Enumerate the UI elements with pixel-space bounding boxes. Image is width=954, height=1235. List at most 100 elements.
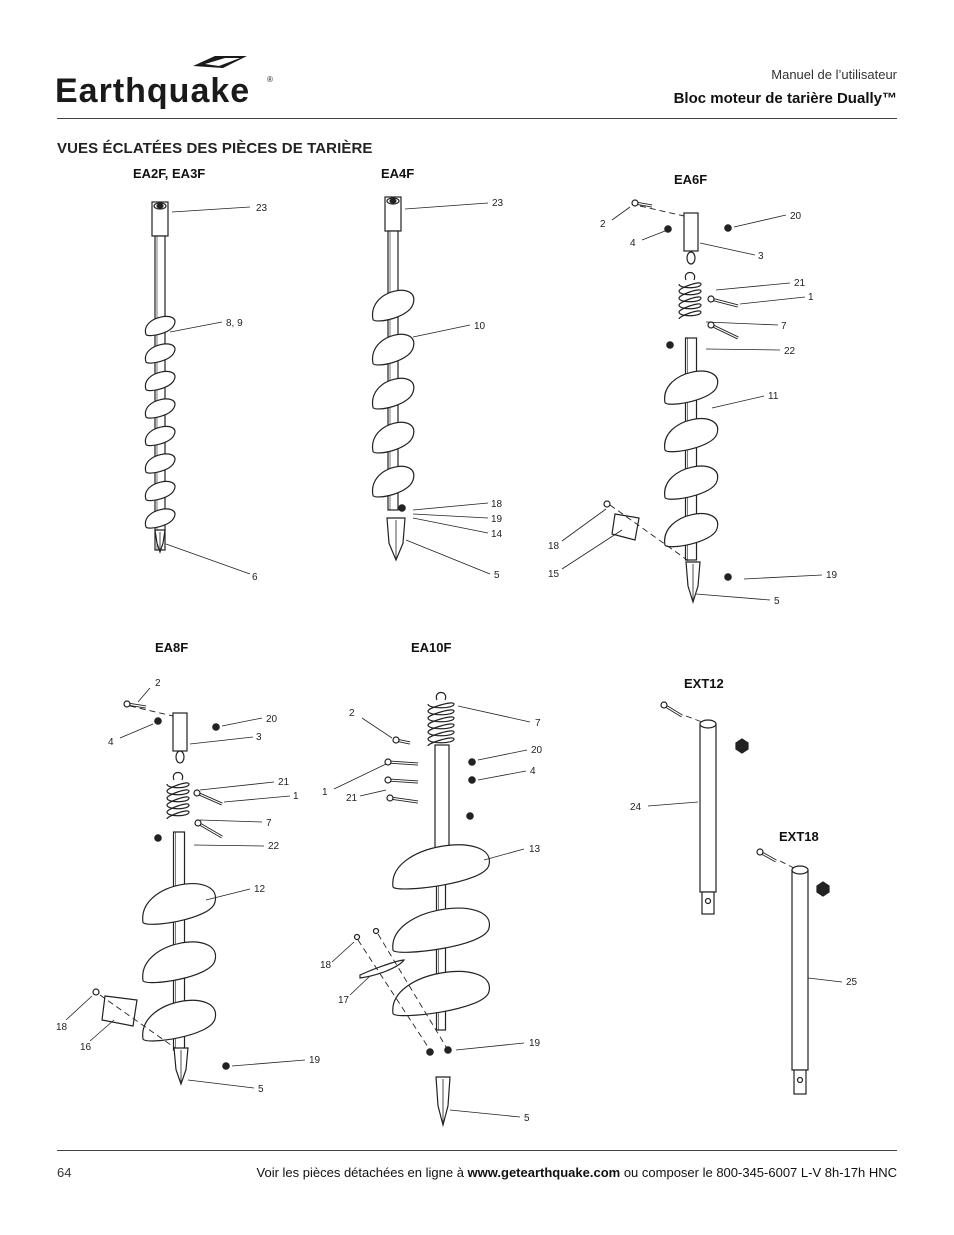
ea10f-hub [434, 744, 450, 856]
callout-ea8f-10-leader [89, 1019, 115, 1042]
callout-ea10f-0-leader [361, 717, 393, 739]
ea8f-nut-20 [212, 723, 220, 731]
callout-ea2f-2-label: 6 [252, 572, 258, 583]
ea6f-bolt-7-core [710, 324, 739, 339]
callout-ea10f-1-label: 7 [535, 718, 541, 729]
callout-ea10f-8-leader [349, 975, 371, 996]
ea8f-dash-blade [99, 994, 179, 1051]
ea10f-bolt-2-head [392, 736, 400, 744]
ea6f-nut-4 [664, 225, 672, 233]
callout-ea8f-6-label: 7 [266, 818, 272, 829]
ext12-pin-hole [704, 897, 712, 905]
model-label-ea4f: EA4F [381, 166, 415, 181]
callout-ea4f-0-leader [404, 202, 489, 210]
callout-ea4f-2-leader [412, 502, 489, 511]
ea6f-hub-end [686, 251, 696, 265]
ea6f-spring [678, 282, 702, 320]
callout-ea6f-8-leader [711, 395, 765, 409]
ea6f-dash-bolt [639, 205, 685, 217]
ea4f-nut [398, 504, 406, 512]
callout-ea8f-11-leader [231, 1059, 306, 1067]
callout-ea10f-10-label: 5 [524, 1113, 530, 1124]
callout-ea10f-9-label: 19 [529, 1038, 541, 1049]
callout-ea8f-12-label: 5 [258, 1084, 264, 1095]
callout-ea6f-4-leader [715, 282, 791, 291]
footer-pre: Voir les pièces détachées en ligne à [256, 1165, 468, 1180]
callout-ea8f-3-leader [189, 736, 254, 745]
callout-ea10f-2-leader [477, 749, 528, 761]
callout-ea6f-6-leader [705, 321, 779, 326]
callout-ea4f-2-label: 18 [491, 499, 503, 510]
ea10f-nut-19b [444, 1046, 452, 1054]
callout-ea8f-11-label: 19 [309, 1055, 321, 1066]
callout-ea6f-6-label: 7 [781, 321, 787, 332]
callout-ea2f-1-label: 8, 9 [226, 318, 243, 329]
page-number: 64 [57, 1165, 72, 1180]
ext18-dash [779, 860, 795, 869]
callout-ea8f-0-label: 2 [155, 678, 161, 689]
callout-ea8f-0-leader [137, 687, 151, 703]
callout-ea4f-3-label: 19 [491, 514, 503, 525]
model-label-ext18: EXT18 [779, 829, 819, 844]
callout-ea4f-5-label: 5 [494, 570, 500, 581]
footer-url-link[interactable]: www.getearthquake.com [467, 1165, 621, 1180]
callout-ea8f-1-leader [119, 723, 154, 739]
ea6f-bolt-1-core [710, 298, 739, 307]
callout-ea6f-7-label: 22 [784, 346, 796, 357]
ea8f-nut-22 [154, 834, 162, 842]
ext18-tube [791, 869, 809, 1071]
ea6f-nut-19 [724, 573, 732, 581]
ext18-bolt-head [756, 848, 764, 856]
callout-ea4f-5-leader [405, 539, 491, 575]
ea10f-dash-a [357, 939, 431, 1051]
callout-ea6f-12-label: 5 [774, 596, 780, 607]
ea8f-dash-bolt [129, 705, 174, 717]
svg-text:Earthquake: Earthquake [55, 72, 250, 110]
ea6f-nut-20 [724, 224, 732, 232]
callout-ea6f-5-label: 1 [808, 292, 814, 303]
ea6f-hub [683, 212, 699, 252]
callout-ea10f-3-leader [477, 770, 527, 781]
ea8f-bolt-2-head [123, 700, 131, 708]
callout-ea8f-8-leader [205, 888, 251, 901]
ea10f-bolt-1b-core [387, 779, 419, 783]
ea10f-nut-4 [468, 776, 476, 784]
callout-ea4f-1-label: 10 [474, 321, 486, 332]
callout-ea10f-8-label: 17 [338, 995, 350, 1006]
callout-ea6f-9-leader [561, 508, 607, 542]
ea10f-bolt-1b-head [384, 776, 392, 784]
ea10f-spring-hook [435, 691, 447, 701]
callout-ea10f-0-label: 2 [349, 708, 355, 719]
callout-ea8f-4-leader [199, 781, 275, 791]
callout-ea6f-0-label: 2 [600, 219, 606, 230]
callout-ea8f-6-leader [199, 819, 263, 823]
callout-ea4f-4-leader [412, 517, 489, 534]
header-subtitle: Manuel de l’utilisateur [771, 67, 897, 82]
callout-ea6f-3-leader [699, 242, 756, 256]
ea6f-bolt-1-head [707, 295, 715, 303]
callout-ea6f-9-label: 18 [548, 541, 560, 552]
ext12-nut [735, 738, 749, 754]
callout-ea2f-0-leader [171, 206, 251, 213]
ea4f-shaft [387, 230, 399, 511]
callout-ea10f-4-label: 1 [322, 787, 328, 798]
callout-ext12-0-leader [647, 801, 699, 807]
callout-ea6f-11-leader [743, 574, 823, 580]
ext12-tube-top [699, 719, 717, 729]
earthquake-logo: Earthquake ® [55, 56, 273, 110]
callout-ea6f-4-label: 21 [794, 278, 806, 289]
callout-ea10f-1-leader [457, 705, 531, 723]
ea10f-bolt-21-core [389, 797, 419, 803]
ea8f-spring-hook [172, 771, 184, 781]
callout-ea8f-3-label: 3 [256, 732, 262, 743]
callout-ext18-0-leader [807, 977, 843, 983]
ea10f-nut-20 [468, 758, 476, 766]
callout-ea8f-8-label: 12 [254, 884, 266, 895]
callout-ea10f-9-leader [455, 1042, 525, 1051]
ea6f-nut-22 [666, 341, 674, 349]
ea10f-bolt-21-head [386, 794, 394, 802]
callout-ea4f-0-label: 23 [492, 198, 504, 209]
ea6f-flights [664, 370, 719, 548]
svg-text:®: ® [267, 75, 273, 84]
